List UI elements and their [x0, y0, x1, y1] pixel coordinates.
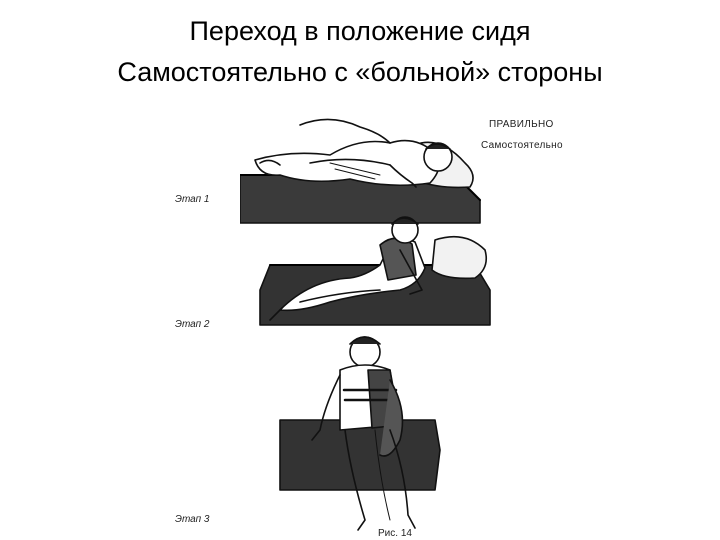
illustration-sitting-up — [240, 118, 491, 531]
stage-1-label: Этап 1 — [175, 194, 210, 205]
stage-2-label: Этап 2 — [175, 319, 210, 330]
label-independent: Самостоятельно — [481, 140, 563, 151]
stage-3-drawing — [279, 336, 441, 531]
stage-2-drawing — [259, 216, 491, 326]
slide-title-line2: Самостоятельно с «больной» стороны — [117, 57, 603, 87]
figure-caption: Рис. 14 — [378, 528, 412, 539]
stage-1-drawing — [240, 118, 481, 224]
stage-3-label: Этап 3 — [175, 514, 210, 525]
label-correct: ПРАВИЛЬНО — [489, 119, 554, 130]
slide-title-line1: Переход в положение сидя — [189, 16, 531, 46]
